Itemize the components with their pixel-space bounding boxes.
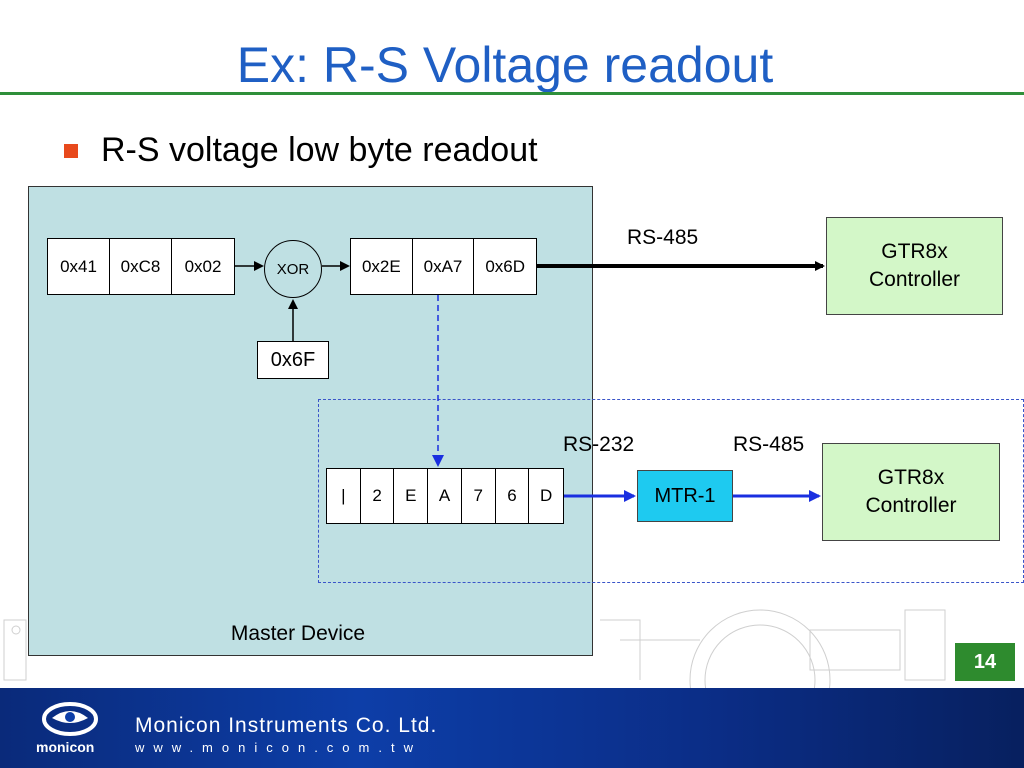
link-label-rs485-bottom: RS-485: [733, 433, 805, 456]
ascii-char-cell: D: [540, 486, 553, 505]
link-label-rs485-top: RS-485: [627, 226, 699, 249]
output-byte-cell: 0x2E: [351, 239, 413, 294]
xor-node: XOR: [264, 240, 322, 298]
bullet-text: R-S voltage low byte readout: [101, 131, 538, 169]
ascii-char-cell: 6: [496, 469, 530, 523]
ascii-char-cell: A: [428, 469, 462, 523]
mtr-device: MTR-1: [637, 470, 733, 522]
controller-bottom-line2: Controller: [865, 494, 957, 517]
background-drawing: [3, 609, 946, 688]
slide-title: Ex: R-S Voltage readout: [236, 37, 774, 93]
slide-number: 14: [955, 643, 1015, 681]
controller-top-line1: GTR8x: [881, 240, 948, 263]
controller-top: GTR8x Controller: [826, 217, 1003, 315]
input-byte-cell: 0x41: [48, 239, 110, 294]
controller-top-line2: Controller: [868, 268, 961, 291]
output-byte-cell: 0x6D: [485, 256, 526, 276]
ascii-char-cell: 7: [462, 469, 496, 523]
ascii-chars-row: | 2 E A 7 6 D: [326, 468, 564, 524]
title-divider: [0, 92, 1024, 95]
link-label-rs232: RS-232: [563, 433, 635, 456]
ascii-char-cell: 2: [361, 469, 395, 523]
controller-bottom: GTR8x Controller: [822, 443, 1000, 541]
company-name: Monicon Instruments Co. Ltd.: [135, 714, 438, 737]
brand-wordmark: monicon: [36, 739, 95, 755]
master-device-label: Master Device: [230, 622, 366, 645]
company-logo: [42, 702, 98, 736]
ascii-char-cell: |: [327, 469, 361, 523]
bullet-marker: [64, 144, 78, 158]
ascii-char-cell: E: [394, 469, 429, 523]
footer-band: [0, 688, 1024, 768]
output-bytes-row: 0x2E 0xA7 0x6D: [350, 238, 537, 295]
company-website: www.monicon.com.tw: [135, 740, 422, 755]
controller-bottom-line1: GTR8x: [877, 466, 945, 489]
input-byte-cell: 0xC8: [110, 239, 172, 294]
input-byte-cell: 0x02: [184, 256, 222, 276]
xor-key-box: 0x6F: [257, 341, 329, 379]
output-byte-cell: 0xA7: [413, 239, 475, 294]
input-bytes-row: 0x41 0xC8 0x02: [47, 238, 235, 295]
